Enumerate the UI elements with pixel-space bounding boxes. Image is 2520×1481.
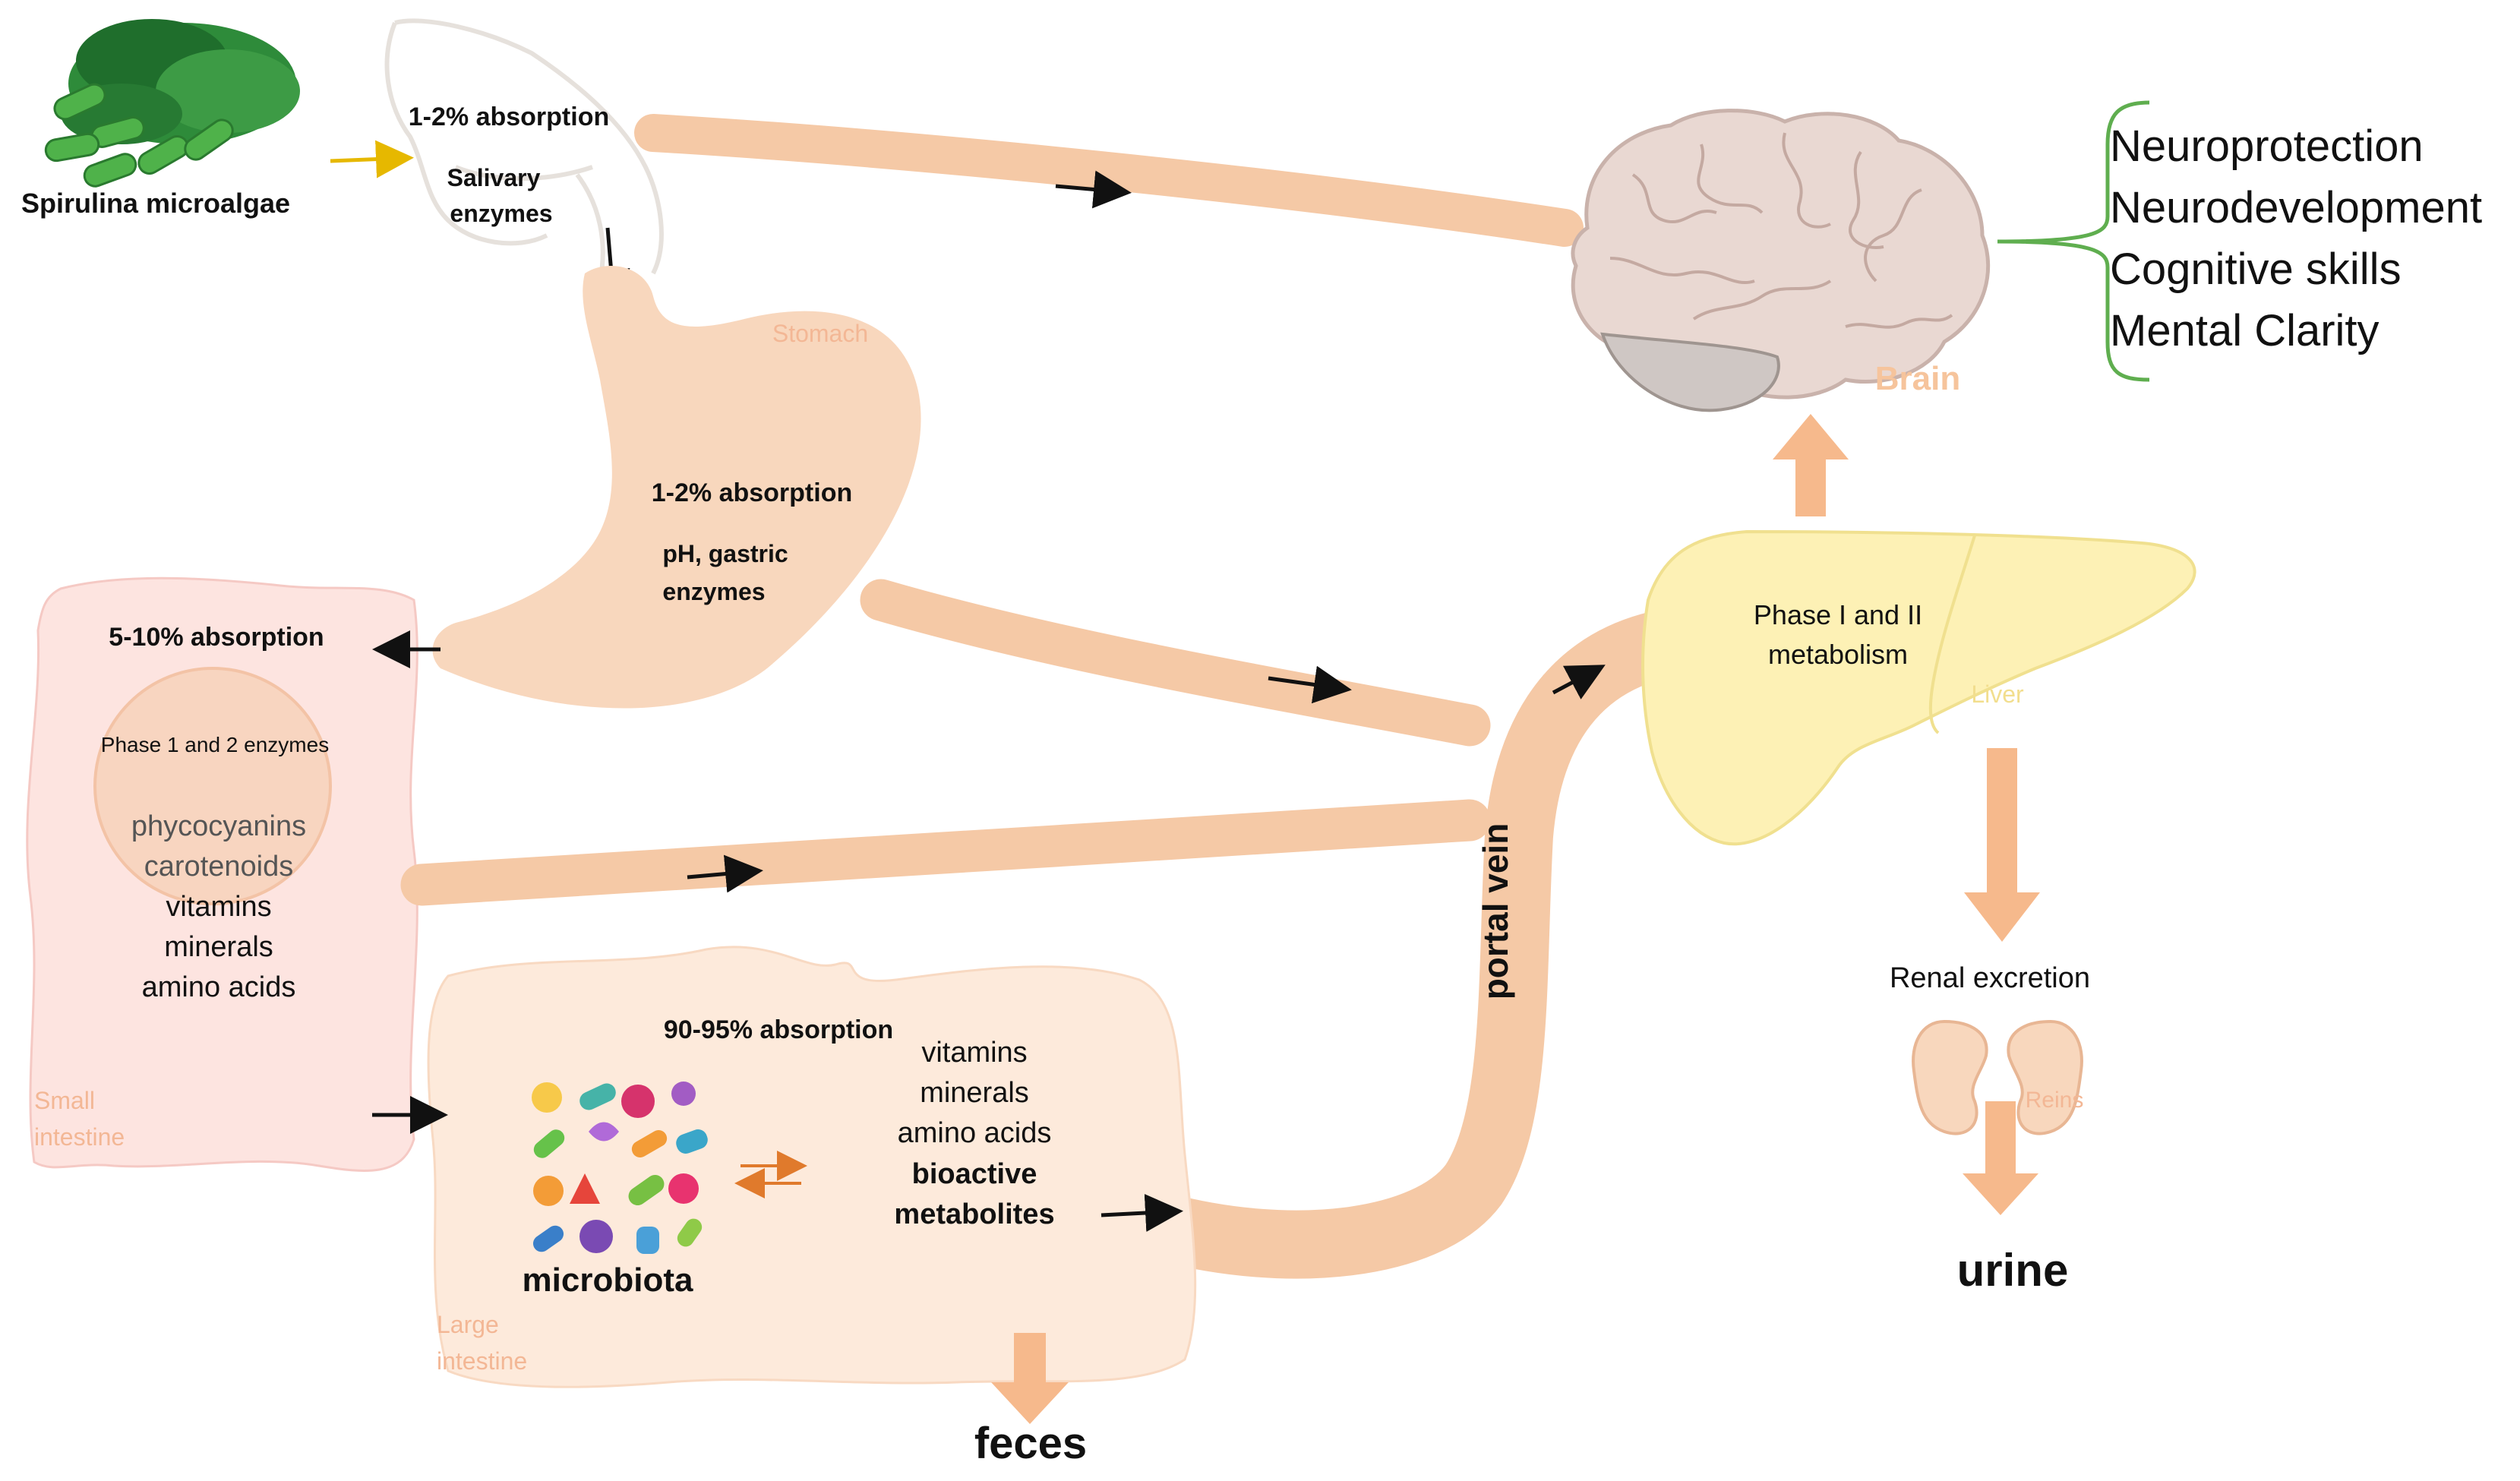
stomach-shape [432, 266, 921, 709]
large-intestine-absorption-label: 90-95% absorption [664, 1015, 893, 1044]
tube-arrow-small-intestine [687, 854, 763, 893]
compound-phycocyanins: phycocyanins [131, 810, 306, 842]
kidney-to-urine-arrow [1963, 1101, 2038, 1215]
mouth-enzymes-label-2: enzymes [450, 200, 552, 227]
small-intestine-enzyme-circle [93, 667, 332, 905]
stomach-absorption-label: 1-2% absorption [652, 478, 852, 507]
stomach-factors-2: enzymes [662, 578, 765, 605]
feces-arrow [991, 1333, 1069, 1424]
tube-stomach-to-portal [860, 579, 1491, 747]
portal-vein-label: portal vein [1476, 823, 1515, 1000]
compound-vitamins: vitamins [166, 891, 271, 923]
brain-icon [1571, 109, 1991, 412]
compound-carotenoids: carotenoids [144, 851, 293, 883]
liver-metabolism-2: metabolism [1768, 639, 1908, 670]
feces-label: feces [974, 1419, 1087, 1468]
li-compound-vitamins: vitamins [921, 1037, 1027, 1069]
compound-amino-acids: amino acids [142, 971, 296, 1003]
small-intestine-enzymes-label: Phase 1 and 2 enzymes [101, 733, 329, 756]
mouth-absorption-label: 1-2% absorption [409, 103, 609, 131]
liver-to-kidney-arrow [1964, 748, 2040, 942]
head-profile-icon [384, 18, 664, 282]
portal-to-liver-arrow [1552, 665, 1606, 699]
brain-name: Brain [1875, 360, 1960, 397]
small-intestine-name-2: intestine [34, 1123, 125, 1151]
effect-neurodevelopment: Neurodevelopment [2110, 183, 2482, 232]
stomach-name: Stomach [772, 320, 868, 347]
small-intestine-name-1: Small [34, 1087, 95, 1114]
large-intestine-name-1: Large [437, 1311, 499, 1338]
urine-label: urine [1957, 1245, 2069, 1296]
effect-neuroprotection: Neuroprotection [2110, 122, 2424, 171]
spirulina-powder-capsules-icon [44, 19, 300, 188]
microbe-icon [532, 1082, 708, 1254]
large-intestine-name-2: intestine [437, 1347, 527, 1375]
metabolites-to-portal-arrow [1101, 1194, 1183, 1233]
liver-metabolism-1: Phase I and II [1754, 599, 1922, 630]
tube-arrow-brain [1055, 170, 1132, 209]
li-compound-bioactive: bioactive [912, 1158, 1037, 1190]
ingestion-arrow [330, 140, 414, 178]
small-intestine-absorption-label: 5-10% absorption [109, 623, 324, 652]
li-compound-amino-acids: amino acids [898, 1117, 1052, 1149]
liver-name: Liver [1971, 681, 2024, 708]
effects-bracket [1997, 100, 2150, 382]
li-compound-minerals: minerals [920, 1077, 1029, 1109]
effect-cognitive-skills: Cognitive skills [2110, 245, 2402, 294]
liver-shape [1641, 529, 2196, 846]
mouth-enzymes-label-1: Salivary [447, 164, 541, 191]
effect-mental-clarity: Mental Clarity [2110, 306, 2379, 355]
microbiota-label: microbiota [523, 1262, 693, 1299]
kidney-name: Reins [2026, 1088, 2084, 1113]
large-intestine-shape [427, 946, 1197, 1388]
liver-to-brain-arrow [1773, 414, 1849, 516]
tube-mouth-to-brain [634, 114, 1584, 247]
stomach-factors-1: pH, gastric [662, 540, 788, 567]
li-compound-metabolites: metabolites [894, 1198, 1054, 1230]
spirulina-label: Spirulina microalgae [21, 188, 290, 219]
tube-small-intestine-to-portal [400, 799, 1491, 906]
renal-excretion-label: Renal excretion [1890, 962, 2090, 994]
compound-minerals: minerals [164, 931, 273, 963]
liver-lobe-line [1928, 535, 1976, 734]
portal-vein-shape [1128, 611, 1690, 1279]
kidney-icon [1912, 1019, 2083, 1135]
tube-arrow-stomach [1268, 665, 1352, 704]
